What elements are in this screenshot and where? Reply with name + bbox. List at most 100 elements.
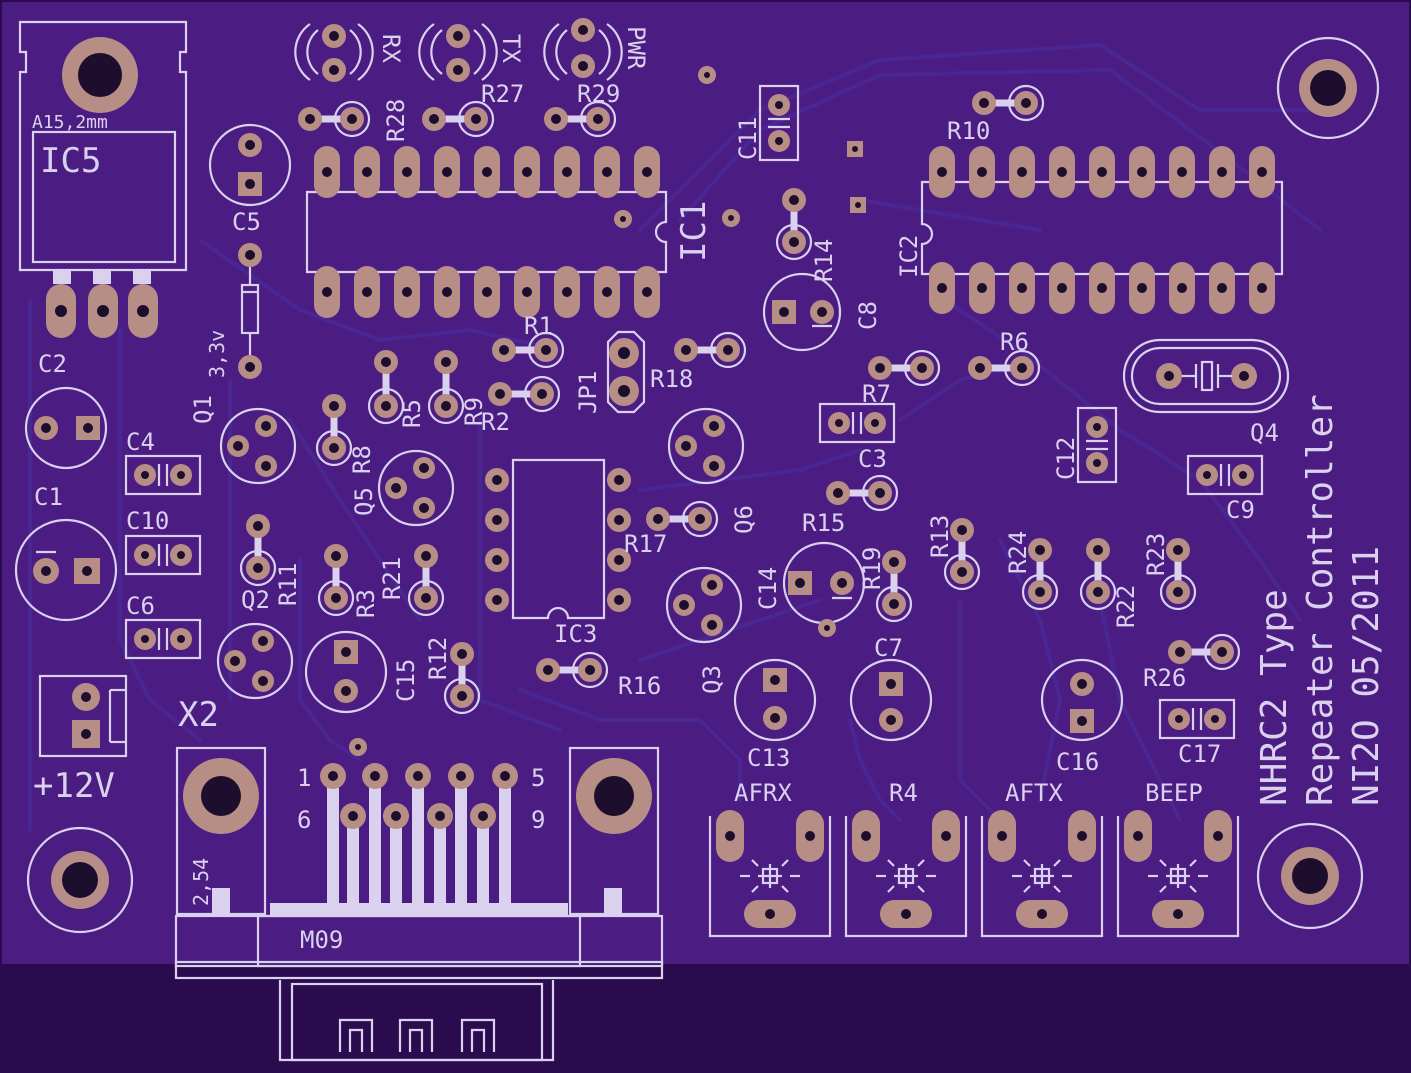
ic1-pin: [634, 266, 660, 318]
label-q3: Q3: [698, 665, 726, 694]
resistor-r1: [492, 331, 565, 369]
label-r14: R14: [810, 239, 838, 282]
label-rx: RX: [377, 34, 405, 63]
trimpot-aftx: [980, 810, 1104, 938]
resistor-r18: [674, 331, 747, 369]
cap-c14: [782, 541, 866, 625]
ic1-pin: [594, 146, 620, 198]
jumper-jp1: [606, 330, 646, 414]
resistor-r29: [544, 100, 617, 138]
label-beep: BEEP: [1145, 779, 1203, 807]
ic2-pin: [1169, 262, 1195, 314]
label-c4: C4: [126, 428, 155, 456]
label-m09: M09: [300, 926, 343, 954]
label-r22: R22: [1112, 585, 1140, 628]
resistor-r17: [646, 500, 719, 538]
db9-connector: [174, 746, 664, 1062]
label-r16: R16: [618, 672, 661, 700]
ic1-pin: [394, 266, 420, 318]
label-zener: 3,3v: [205, 330, 229, 378]
label-r1: R1: [524, 312, 553, 340]
ic2-pin: [1249, 146, 1275, 198]
label-c14: C14: [754, 567, 782, 610]
db9-pin: [383, 803, 409, 829]
resistor-r28: [298, 100, 371, 138]
ic3-dip8: [511, 458, 606, 620]
label-c1: C1: [34, 483, 63, 511]
ic1-pin: [594, 266, 620, 318]
ic2-pin: [1049, 146, 1075, 198]
resistors: [239, 84, 1241, 715]
resistor-r23: [1159, 538, 1197, 611]
ic1-pin: [514, 146, 540, 198]
ic2-dip18: [920, 180, 1284, 276]
db9-pin: [427, 803, 453, 829]
label-pwr: PWR: [622, 26, 650, 70]
label-r21: R21: [378, 557, 406, 600]
label-c13: C13: [747, 744, 790, 772]
label-pin6: 6: [297, 806, 311, 834]
ic1-pin: [314, 266, 340, 318]
cap-c13: [733, 658, 817, 742]
label-c5: C5: [232, 208, 261, 236]
db9-pin: [448, 763, 474, 789]
label-r17: R17: [624, 530, 667, 558]
cap-c5: [208, 123, 292, 207]
ic2-pins: [929, 146, 1275, 314]
label-r11: R11: [274, 563, 302, 606]
resistor-r26: [1168, 633, 1241, 671]
diode-zener: [238, 243, 262, 379]
label-q5: Q5: [350, 487, 378, 516]
cap-c4: [124, 454, 202, 496]
label-r15: R15: [802, 509, 845, 537]
ic3-pin: [607, 548, 631, 572]
label-r19: R19: [858, 547, 886, 590]
board-title-line3: NI2O 05/2011: [1346, 546, 1387, 806]
label-c11: C11: [734, 117, 762, 160]
label-r5: R5: [398, 399, 426, 428]
label-c3: C3: [858, 445, 887, 473]
label-c9: C9: [1226, 496, 1255, 524]
label-c15: C15: [392, 659, 420, 702]
ic1-pins: [314, 146, 660, 318]
resistor-r8: [315, 394, 353, 467]
label-x2: X2: [178, 695, 219, 735]
label-r3: R3: [352, 589, 380, 618]
ic1-pin: [634, 146, 660, 198]
label-r6: R6: [1000, 328, 1029, 356]
transistor-q2: [216, 622, 294, 700]
ic3-pins: [485, 468, 631, 612]
ic2-pin: [1209, 146, 1235, 198]
label-r10: R10: [947, 117, 990, 145]
resistor-r3: [317, 544, 355, 617]
ic1-pin: [474, 266, 500, 318]
label-q1: Q1: [189, 395, 217, 424]
label-r7: R7: [862, 380, 891, 408]
ic2-pin: [1049, 262, 1075, 314]
cap-c1: [14, 518, 118, 622]
db9-pin: [405, 763, 431, 789]
db9-pin: [340, 803, 366, 829]
mounting-hole-br: [1256, 822, 1364, 930]
resistor-r9: [427, 350, 465, 425]
ic1-pin: [354, 146, 380, 198]
ic3-pin: [607, 468, 631, 492]
ic1-pin: [554, 146, 580, 198]
ic1-pin: [514, 266, 540, 318]
cap-c17: [1158, 698, 1236, 740]
ic2-pin: [1089, 262, 1115, 314]
label-ic2: IC2: [895, 235, 923, 278]
label-afrx: AFRX: [734, 779, 792, 807]
resistor-r24: [1021, 538, 1059, 611]
db9-pin: [362, 763, 388, 789]
led-rx: [294, 23, 374, 82]
resistor-r5: [367, 350, 405, 425]
trimpot-afrx: [708, 810, 832, 938]
trimpot-r4: [844, 810, 968, 938]
resistor-r19: [875, 550, 913, 623]
label-q2: Q2: [241, 586, 270, 614]
cap-c8: [762, 272, 842, 352]
label-c2: C2: [38, 350, 67, 378]
label-ic3: IC3: [554, 620, 597, 648]
ic2-pin: [1209, 262, 1235, 314]
